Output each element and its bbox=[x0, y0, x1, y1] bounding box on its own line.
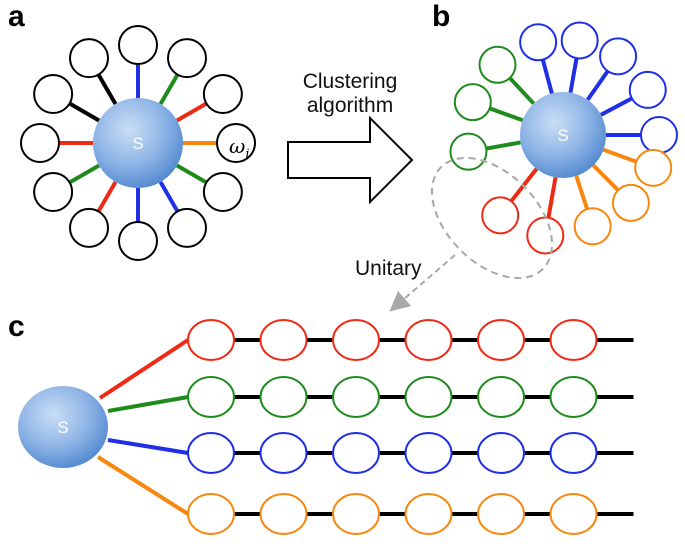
red-cluster-highlight bbox=[430, 156, 554, 280]
panel-c-site-red bbox=[549, 319, 598, 361]
panel-c-site-orange bbox=[477, 493, 525, 535]
panel-b-node-red bbox=[526, 216, 565, 255]
panel-c-site-green bbox=[404, 376, 453, 418]
panel-a-system-node bbox=[93, 98, 183, 188]
panel-a-spoke bbox=[158, 180, 180, 213]
panel-c-site-orange bbox=[549, 493, 598, 535]
omega-subscript: i bbox=[245, 147, 249, 162]
panel-a-spoke bbox=[158, 73, 180, 106]
panel-b-spoke-green bbox=[508, 76, 536, 105]
panel-b-clustered-graph: S Unitary bbox=[355, 21, 678, 312]
panel-c-site-red bbox=[404, 319, 453, 361]
panel-c-label: c bbox=[8, 310, 25, 343]
panel-b-node-red bbox=[481, 196, 520, 235]
panel-a-mode-node bbox=[167, 38, 207, 79]
panel-b-label: b bbox=[432, 0, 450, 33]
panel-c-site-blue bbox=[187, 432, 235, 474]
panel-b-node-green bbox=[478, 45, 517, 84]
panel-a-spoke bbox=[68, 163, 101, 185]
panel-c-site-green bbox=[259, 376, 308, 418]
panel-a-star-graph: S ωi bbox=[20, 25, 256, 261]
panel-c-site-orange bbox=[404, 493, 453, 535]
panel-a-mode-node bbox=[33, 74, 74, 114]
panel-b-node-orange bbox=[634, 148, 673, 187]
panel-b-spoke-blue bbox=[586, 69, 610, 101]
panel-b-node-blue bbox=[640, 116, 678, 154]
panel-b-spoke-orange bbox=[574, 175, 590, 210]
panel-b-node-orange bbox=[573, 207, 612, 246]
arrow-text-line1: Clustering bbox=[303, 70, 398, 93]
panel-a-mode-node bbox=[202, 74, 243, 114]
panel-b-spoke-blue bbox=[600, 96, 633, 117]
panel-c-site-orange bbox=[187, 493, 235, 535]
panel-a-spoke bbox=[175, 101, 208, 123]
panel-a-spoke bbox=[175, 163, 208, 185]
panel-c-chain-links bbox=[96, 338, 634, 516]
panel-c-coupling-orange bbox=[96, 455, 190, 516]
panel-a-mode-node bbox=[33, 172, 74, 212]
panel-c-system-node bbox=[18, 386, 108, 468]
panel-b-mode-nodes bbox=[449, 21, 678, 255]
mode-omega-label: ωi bbox=[229, 134, 249, 162]
panel-a-mode-nodes bbox=[20, 25, 256, 261]
clustering-arrow: Clustering algorithm bbox=[287, 70, 414, 205]
panel-b-node-blue bbox=[519, 23, 558, 62]
panel-c-site-red bbox=[259, 319, 308, 361]
panel-b-node-orange bbox=[611, 183, 650, 222]
panel-c-site-green bbox=[477, 376, 525, 418]
panel-c-site-red bbox=[332, 319, 380, 361]
panel-a-system-label: S bbox=[132, 134, 143, 153]
panel-c-chain-sites bbox=[187, 319, 598, 535]
panel-a-mode-node bbox=[69, 207, 109, 248]
panel-b-node-green bbox=[453, 83, 492, 122]
panel-c-site-red bbox=[477, 319, 525, 361]
panel-a-mode-node bbox=[216, 123, 256, 163]
panel-c-system-label: S bbox=[57, 418, 68, 437]
panel-a-mode-node bbox=[69, 38, 109, 79]
panel-a-mode-node bbox=[118, 221, 158, 261]
panel-c-coupling-blue bbox=[107, 438, 189, 455]
panel-b-spoke-blue bbox=[568, 57, 579, 94]
panel-a-mode-node bbox=[118, 25, 158, 65]
panel-b-spoke-green bbox=[489, 106, 524, 123]
panel-a-spoke bbox=[96, 180, 118, 213]
panel-a-spoke bbox=[68, 101, 101, 123]
panel-b-spoke-green bbox=[485, 140, 522, 151]
panel-a-mode-node bbox=[202, 172, 243, 212]
panel-a-spokes bbox=[59, 64, 217, 222]
panel-c-coupling-green bbox=[107, 395, 189, 413]
panel-a-mode-node bbox=[167, 207, 207, 248]
panel-c-site-orange bbox=[332, 493, 380, 535]
panel-a-label: a bbox=[8, 0, 25, 33]
panel-c-site-red bbox=[187, 319, 235, 361]
panel-b-node-blue bbox=[560, 21, 599, 60]
panel-c-site-orange bbox=[259, 493, 308, 535]
panel-c-site-blue bbox=[477, 432, 525, 474]
panel-c-site-blue bbox=[549, 432, 598, 474]
panel-b-system-node bbox=[520, 92, 606, 178]
panel-c-site-green bbox=[332, 376, 380, 418]
panel-b-spoke-blue bbox=[540, 59, 554, 94]
panel-b-system-label: S bbox=[557, 126, 568, 145]
panel-a-spoke bbox=[96, 73, 118, 106]
omega-symbol: ω bbox=[229, 134, 245, 158]
panel-c-site-blue bbox=[259, 432, 308, 474]
panel-c-site-blue bbox=[332, 432, 380, 474]
unitary-label: Unitary bbox=[355, 257, 422, 280]
panel-c-chain-mapping: S bbox=[18, 319, 634, 535]
panel-b-node-blue bbox=[628, 70, 667, 109]
panel-b-spoke-orange bbox=[602, 147, 637, 164]
panel-b-node-green bbox=[449, 132, 488, 171]
arrow-text-line2: algorithm bbox=[307, 94, 393, 117]
panel-a-mode-node bbox=[20, 123, 60, 163]
panel-c-coupling-red bbox=[98, 338, 190, 400]
panel-b-spoke-orange bbox=[591, 163, 620, 192]
panel-c-site-green bbox=[549, 376, 598, 418]
panel-b-node-blue bbox=[599, 37, 638, 76]
panel-b-spoke-red bbox=[546, 176, 558, 219]
panel-c-site-green bbox=[187, 376, 235, 418]
unitary-arrow bbox=[389, 254, 456, 312]
panel-c-site-blue bbox=[404, 432, 453, 474]
